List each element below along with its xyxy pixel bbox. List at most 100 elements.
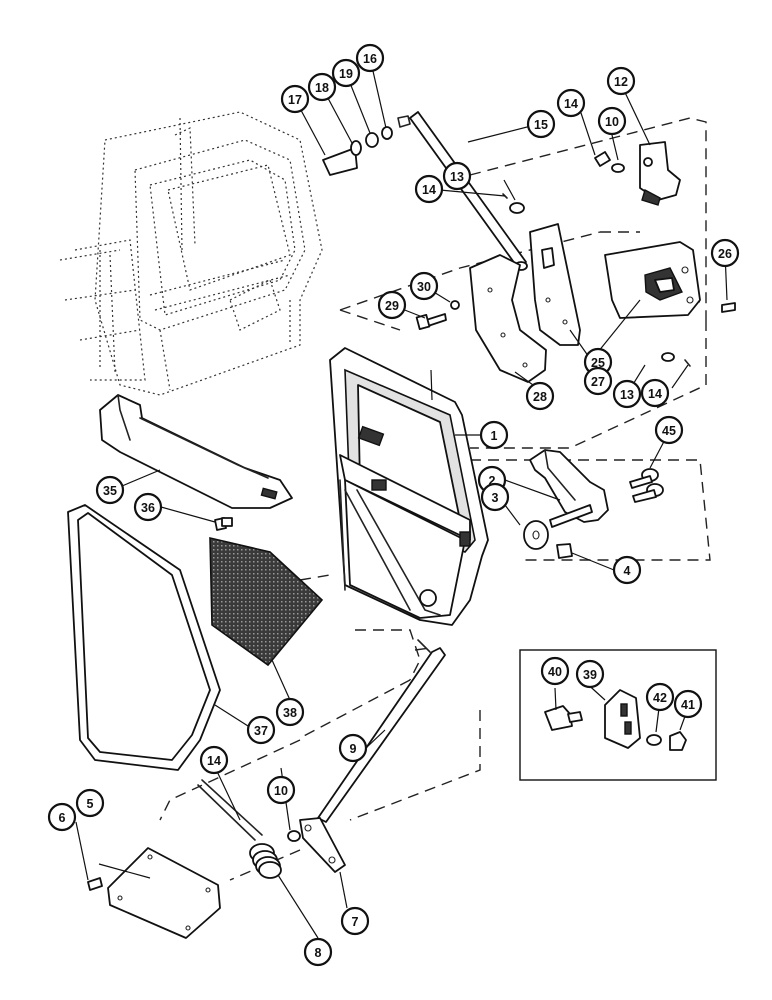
escutcheon-3: [523, 520, 549, 550]
svg-text:19: 19: [339, 67, 353, 81]
callout-4: 4: [612, 555, 642, 585]
callout-37: 37: [246, 715, 276, 745]
svg-text:30: 30: [417, 280, 431, 294]
rod-15: [409, 111, 527, 269]
callout-27: 27: [583, 366, 613, 396]
svg-text:4: 4: [624, 564, 631, 578]
svg-text:41: 41: [681, 698, 695, 712]
screen-38: [209, 517, 324, 667]
grab-handle-35: [99, 394, 293, 509]
callout-13-right: 13: [612, 379, 642, 409]
callout-8: 8: [303, 937, 333, 967]
nut-41: [669, 731, 687, 751]
svg-text:42: 42: [653, 691, 667, 705]
svg-text:3: 3: [492, 491, 499, 505]
callout-28: 28: [525, 381, 555, 411]
callout-38: 38: [275, 697, 305, 727]
callout-19: 19: [331, 58, 361, 88]
svg-text:45: 45: [662, 424, 676, 438]
washer-19: [365, 132, 379, 148]
svg-text:9: 9: [350, 742, 357, 756]
washer-42: [646, 734, 662, 746]
callout-29: 29: [377, 290, 407, 320]
callout-16: 16: [355, 43, 385, 73]
svg-text:18: 18: [315, 81, 329, 95]
rod-assembly: [322, 111, 528, 271]
fasteners: [415, 300, 736, 367]
plate-28: [469, 254, 547, 383]
callout-14-bottom: 14: [199, 745, 229, 775]
callout-17: 17: [280, 84, 310, 114]
svg-text:35: 35: [103, 484, 117, 498]
svg-text:25: 25: [591, 356, 605, 370]
spring-8: [249, 843, 282, 879]
callout-41: 41: [673, 689, 703, 719]
svg-text:14: 14: [564, 97, 578, 111]
svg-text:14: 14: [648, 387, 662, 401]
bracket-39: [604, 689, 641, 749]
svg-text:13: 13: [450, 170, 464, 184]
striker-25: [604, 241, 701, 319]
plate-5: [87, 847, 221, 939]
callout-12: 12: [606, 66, 636, 96]
callout-36: 36: [133, 492, 163, 522]
svg-text:37: 37: [254, 724, 268, 738]
callout-14-right: 14: [640, 378, 670, 408]
callout-7: 7: [340, 906, 370, 936]
callout-5: 5: [75, 788, 105, 818]
window-seal-37: [67, 504, 221, 771]
svg-text:2: 2: [489, 474, 496, 488]
svg-text:16: 16: [363, 52, 377, 66]
callout-14-top-left: 14: [414, 174, 444, 204]
svg-text:15: 15: [534, 118, 548, 132]
callout-30: 30: [409, 271, 439, 301]
callout-26: 26: [710, 238, 740, 268]
svg-text:27: 27: [591, 375, 605, 389]
callout-3: 3: [480, 482, 510, 512]
svg-text:12: 12: [614, 75, 628, 89]
svg-text:13: 13: [620, 388, 634, 402]
knob-17: [322, 147, 358, 176]
svg-text:5: 5: [87, 797, 94, 811]
nut-4: [556, 543, 573, 559]
washer-13-top: [509, 202, 525, 214]
door-handle-2: [523, 449, 609, 559]
svg-text:39: 39: [583, 668, 597, 682]
callout-39: 39: [575, 659, 605, 689]
callout-6: 6: [47, 802, 77, 832]
svg-text:6: 6: [59, 811, 66, 825]
callout-18: 18: [307, 72, 337, 102]
svg-text:29: 29: [385, 299, 399, 313]
callout-1: 1: [479, 420, 509, 450]
callout-45: 45: [654, 415, 684, 445]
svg-text:28: 28: [533, 390, 547, 404]
callout-10-top: 10: [597, 106, 627, 136]
svg-text:14: 14: [422, 183, 436, 197]
door-1: [329, 347, 489, 626]
svg-text:7: 7: [352, 915, 359, 929]
svg-text:26: 26: [718, 247, 732, 261]
callout-35: 35: [95, 475, 125, 505]
cab-frame-outline: [59, 111, 323, 396]
bushing-18: [350, 140, 362, 156]
latch-plates: [469, 223, 581, 383]
svg-text:10: 10: [274, 784, 288, 798]
svg-text:17: 17: [288, 93, 302, 107]
washer-16: [381, 126, 393, 140]
svg-text:8: 8: [315, 946, 322, 960]
callout-9: 9: [338, 733, 368, 763]
callout-40: 40: [540, 656, 570, 686]
key-45: [629, 468, 664, 503]
plate-27: [529, 223, 581, 346]
callout-42: 42: [645, 682, 675, 712]
svg-text:1: 1: [491, 429, 498, 443]
latch-lever-12: [594, 141, 681, 206]
svg-text:10: 10: [605, 115, 619, 129]
spring-assembly: [197, 779, 346, 879]
assembly-lines: [159, 117, 711, 881]
svg-text:36: 36: [141, 501, 155, 515]
callout-14-top-right: 14: [556, 88, 586, 118]
svg-text:38: 38: [283, 706, 297, 720]
callout-10-bottom: 10: [266, 775, 296, 805]
